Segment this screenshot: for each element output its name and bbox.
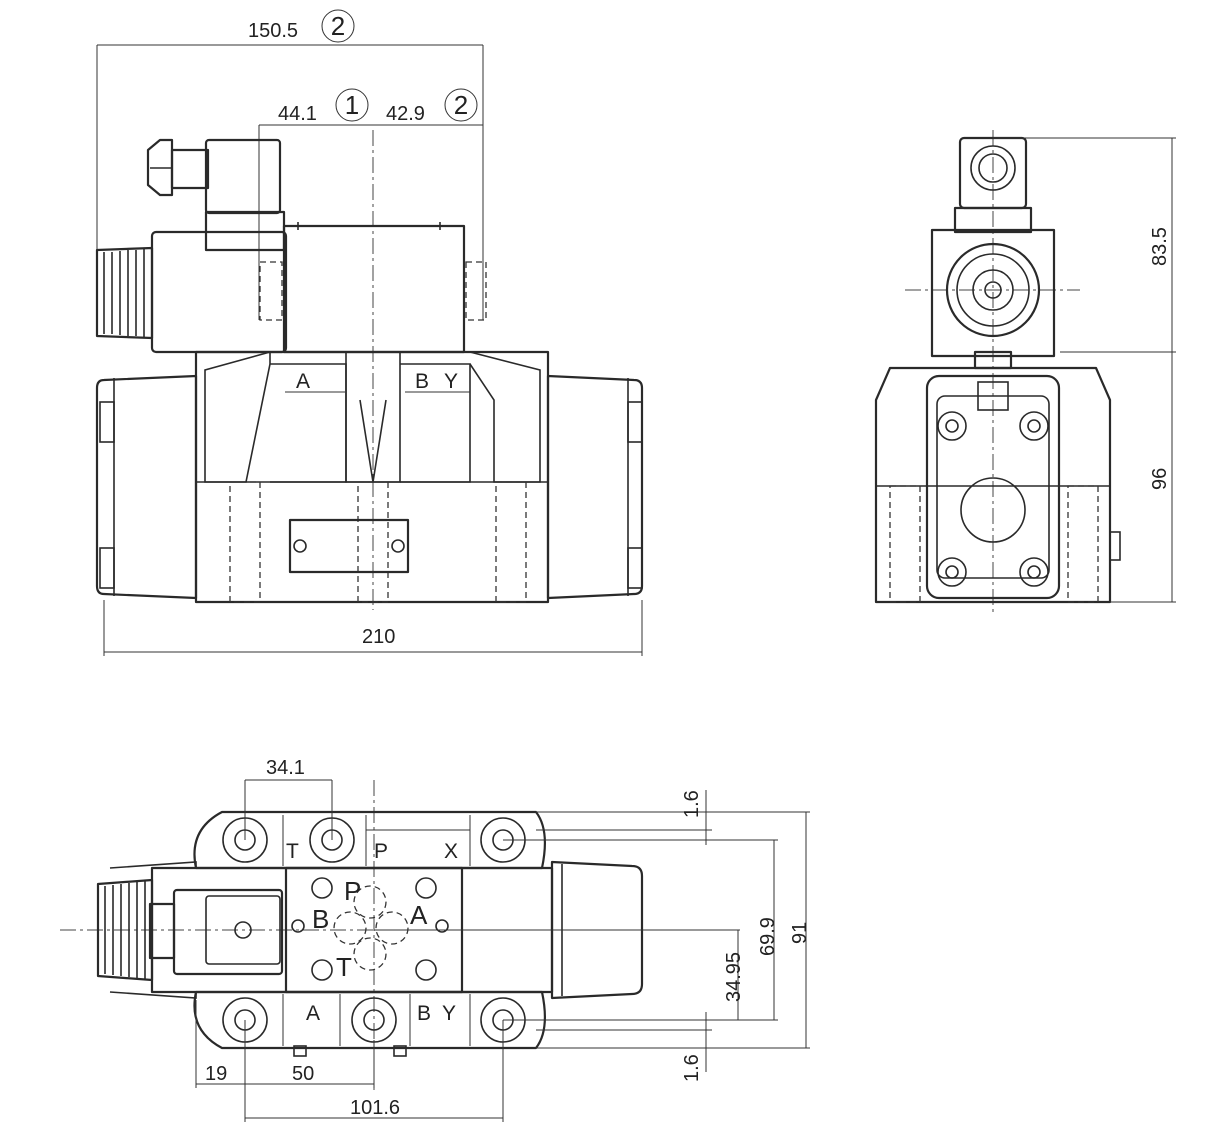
dim-label-96: 96: [1149, 468, 1171, 490]
dim-label-210: 210: [362, 626, 395, 648]
dim-label-1-6: 1.6: [681, 1054, 703, 1082]
name-plate: [288, 518, 410, 574]
dim-label-50: 50: [292, 1063, 314, 1085]
top-view: T P X A B Y P B A T 34.1 1.6 1.6 34.95 6…: [60, 757, 811, 1122]
dim-label-150-5: 150.5: [248, 20, 298, 42]
port-t-label: T: [286, 840, 299, 863]
marker-number: 2: [331, 11, 345, 41]
port-y-label: Y: [444, 370, 458, 393]
front-view: 150.5 2 44.1 1 42.9 2: [95, 9, 644, 656]
dim-label-19: 19: [205, 1063, 227, 1085]
plate-t-label: T: [336, 952, 352, 982]
dim-label-91: 91: [789, 922, 811, 944]
plate-b-label: B: [312, 904, 329, 934]
port-a-label: A: [296, 370, 310, 393]
circle-marker: [335, 88, 369, 122]
port-a-label: A: [306, 1002, 320, 1025]
dim-label-83-5: 83.5: [1149, 227, 1171, 266]
port-b-label: B: [415, 370, 429, 393]
solenoid-connector: [146, 138, 286, 252]
circle-marker: [444, 88, 478, 122]
main-valve-body: [95, 350, 644, 604]
port-b-label: B: [417, 1002, 431, 1025]
dim-label-44-1: 44.1: [278, 103, 317, 125]
port-y-label: Y: [442, 1002, 456, 1025]
dim-label-69-9: 69.9: [757, 917, 779, 956]
port-x-label: X: [444, 840, 458, 863]
dim-label-42-9: 42.9: [386, 103, 425, 125]
dim-label-34-1: 34.1: [266, 757, 305, 779]
dim-label-34-95: 34.95: [723, 952, 745, 1002]
side-view: 83.5 96: [874, 130, 1176, 615]
dim-label-1-6: 1.6: [681, 790, 703, 818]
plate-p-label: P: [344, 876, 361, 906]
plate-a-label: A: [410, 900, 428, 930]
marker-number: 2: [454, 90, 468, 120]
dim-label-101-6: 101.6: [350, 1097, 400, 1119]
circle-marker: [321, 9, 355, 43]
marker-number: 1: [345, 90, 359, 120]
port-p-label: P: [374, 840, 388, 863]
